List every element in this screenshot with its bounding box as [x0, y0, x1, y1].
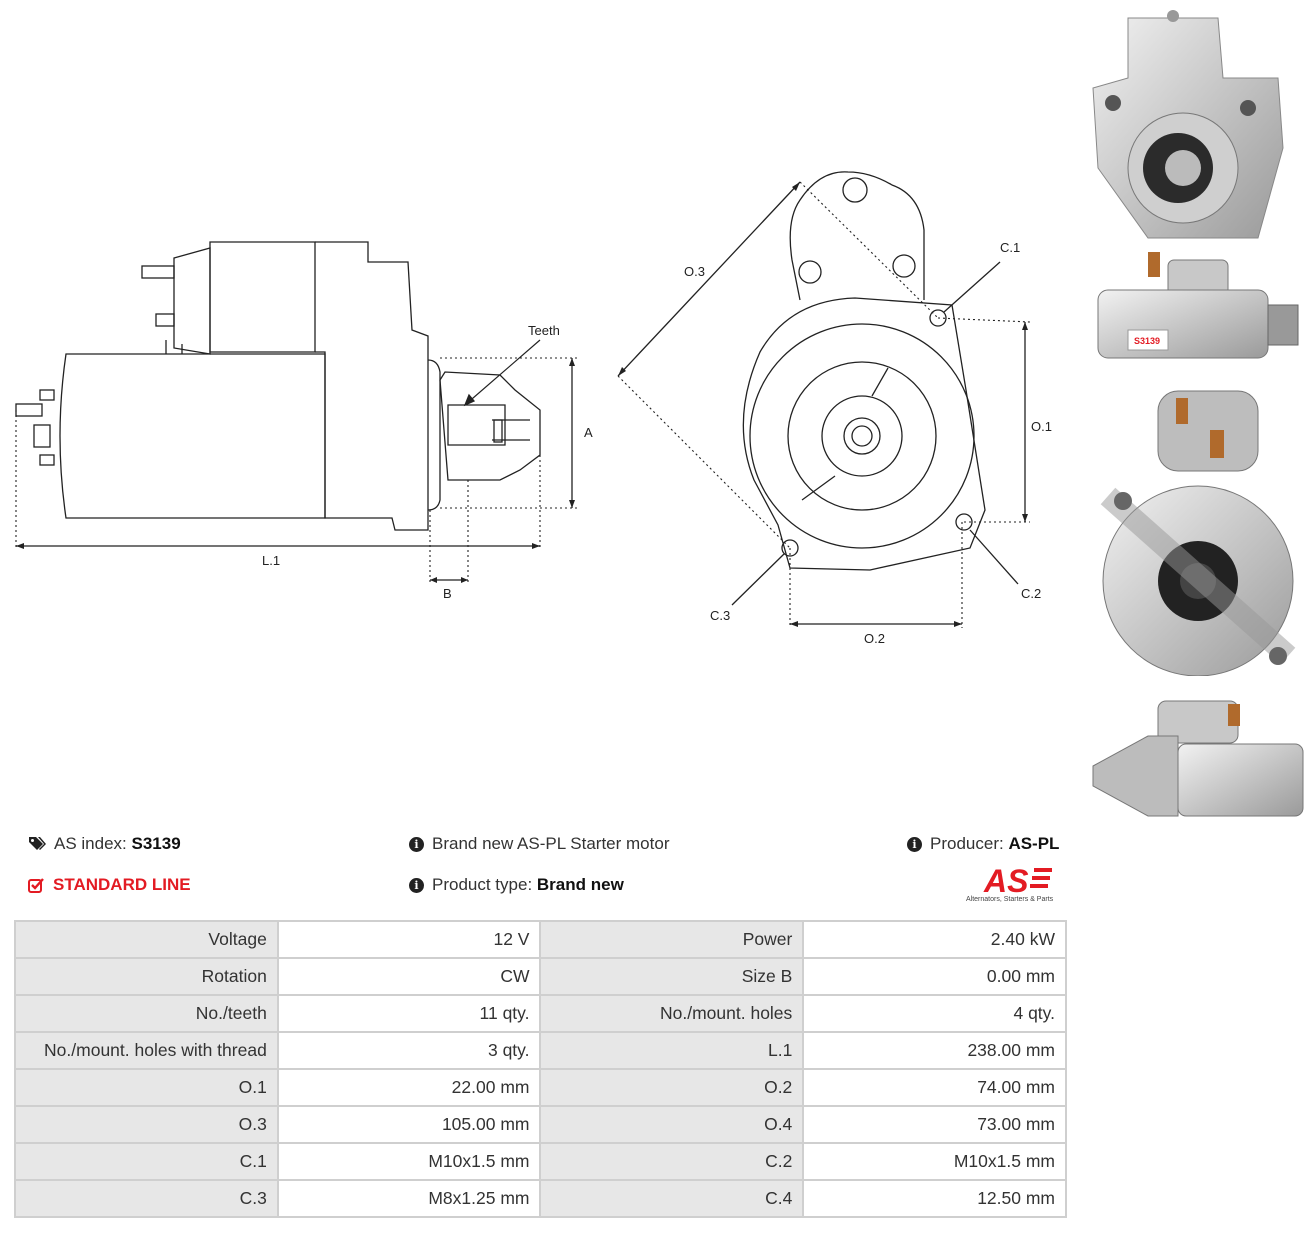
spec-label: C.1 [14, 1142, 279, 1181]
spec-label: No./teeth [14, 994, 279, 1033]
label-teeth: Teeth [528, 323, 560, 338]
spec-value: 0.00 mm [802, 957, 1067, 996]
spec-label: C.4 [539, 1179, 805, 1218]
photo-top [1092, 700, 1304, 817]
as-logo-mark: AS [983, 863, 1052, 899]
standard-line: STANDARD LINE [28, 875, 191, 895]
checkbox-check-icon [28, 878, 44, 893]
spec-label: C.2 [539, 1142, 805, 1181]
product-type: i Product type: Brand new [409, 875, 624, 895]
spec-label: O.4 [539, 1105, 805, 1144]
producer-label: Producer: [930, 834, 1004, 853]
logo-tagline: Alternators, Starters & Parts [966, 896, 1054, 903]
spec-value: M10x1.5 mm [276, 1142, 542, 1181]
spec-value: 3 qty. [276, 1031, 542, 1070]
spec-value: 73.00 mm [802, 1105, 1067, 1144]
photo-label: S3139 [1134, 336, 1160, 346]
spec-value: 22.00 mm [276, 1068, 542, 1107]
tags-icon [29, 837, 46, 850]
spec-value: M10x1.5 mm [802, 1142, 1067, 1181]
producer: i Producer: AS-PL [907, 834, 1059, 854]
photo-front [1092, 10, 1284, 239]
front-view-drawing [617, 171, 1031, 628]
logo-text: AS [983, 863, 1029, 896]
spec-value: 2.40 kW [802, 920, 1067, 959]
spec-value: 238.00 mm [802, 1031, 1067, 1070]
label-c1: C.1 [1000, 240, 1020, 255]
spec-value: 105.00 mm [276, 1105, 542, 1144]
spec-label: No./mount. holes [539, 994, 805, 1033]
label-b: B [443, 586, 452, 601]
spec-label: O.1 [14, 1068, 279, 1107]
spec-value: 12.50 mm [802, 1179, 1067, 1218]
photo-rear [1100, 390, 1296, 676]
label-a: A [584, 425, 593, 440]
spec-label: No./mount. holes with thread [14, 1031, 279, 1070]
spec-label: Voltage [14, 920, 279, 959]
as-index-value: S3139 [131, 834, 181, 853]
label-o1: O.1 [1031, 419, 1052, 434]
label-c2: C.2 [1021, 586, 1041, 601]
spec-label: L.1 [539, 1031, 805, 1070]
spec-value: CW [276, 957, 542, 996]
as-index: AS index: S3139 [28, 834, 181, 854]
brand-new-desc-text: Brand new AS-PL Starter motor [432, 834, 670, 853]
spec-label: Rotation [14, 957, 279, 996]
info-icon: i [907, 836, 922, 852]
info-icon: i [409, 877, 424, 893]
label-l1: L.1 [262, 553, 280, 568]
spec-value: 74.00 mm [802, 1068, 1067, 1107]
label-o2: O.2 [864, 631, 885, 646]
side-view-drawing [15, 241, 578, 584]
photo-side: S3139 [1097, 252, 1299, 359]
producer-value: AS-PL [1008, 834, 1060, 853]
spec-value: 11 qty. [276, 994, 542, 1033]
spec-label: Power [539, 920, 805, 959]
technical-drawing: Teeth A B L.1 O.1 O.2 O.3 C.1 C.2 C.3 [15, 171, 1052, 646]
brand-new-desc: i Brand new AS-PL Starter motor [409, 834, 669, 854]
label-c3: C.3 [710, 608, 730, 623]
spec-value: 4 qty. [802, 994, 1067, 1033]
as-index-label: AS index: [54, 834, 127, 853]
spec-value: M8x1.25 mm [276, 1179, 542, 1218]
as-logo: AS Alternators, Starters & Parts [962, 862, 1072, 906]
spec-label: Size B [539, 957, 805, 996]
spec-label: O.3 [14, 1105, 279, 1144]
product-type-label: Product type: [432, 875, 533, 894]
product-type-value: Brand new [536, 875, 624, 894]
spec-label: O.2 [539, 1068, 805, 1107]
info-icon: i [409, 836, 424, 852]
label-o3: O.3 [684, 264, 705, 279]
standard-line-label: STANDARD LINE [53, 875, 191, 894]
spec-label: C.3 [14, 1179, 279, 1218]
spec-value: 12 V [276, 920, 542, 959]
